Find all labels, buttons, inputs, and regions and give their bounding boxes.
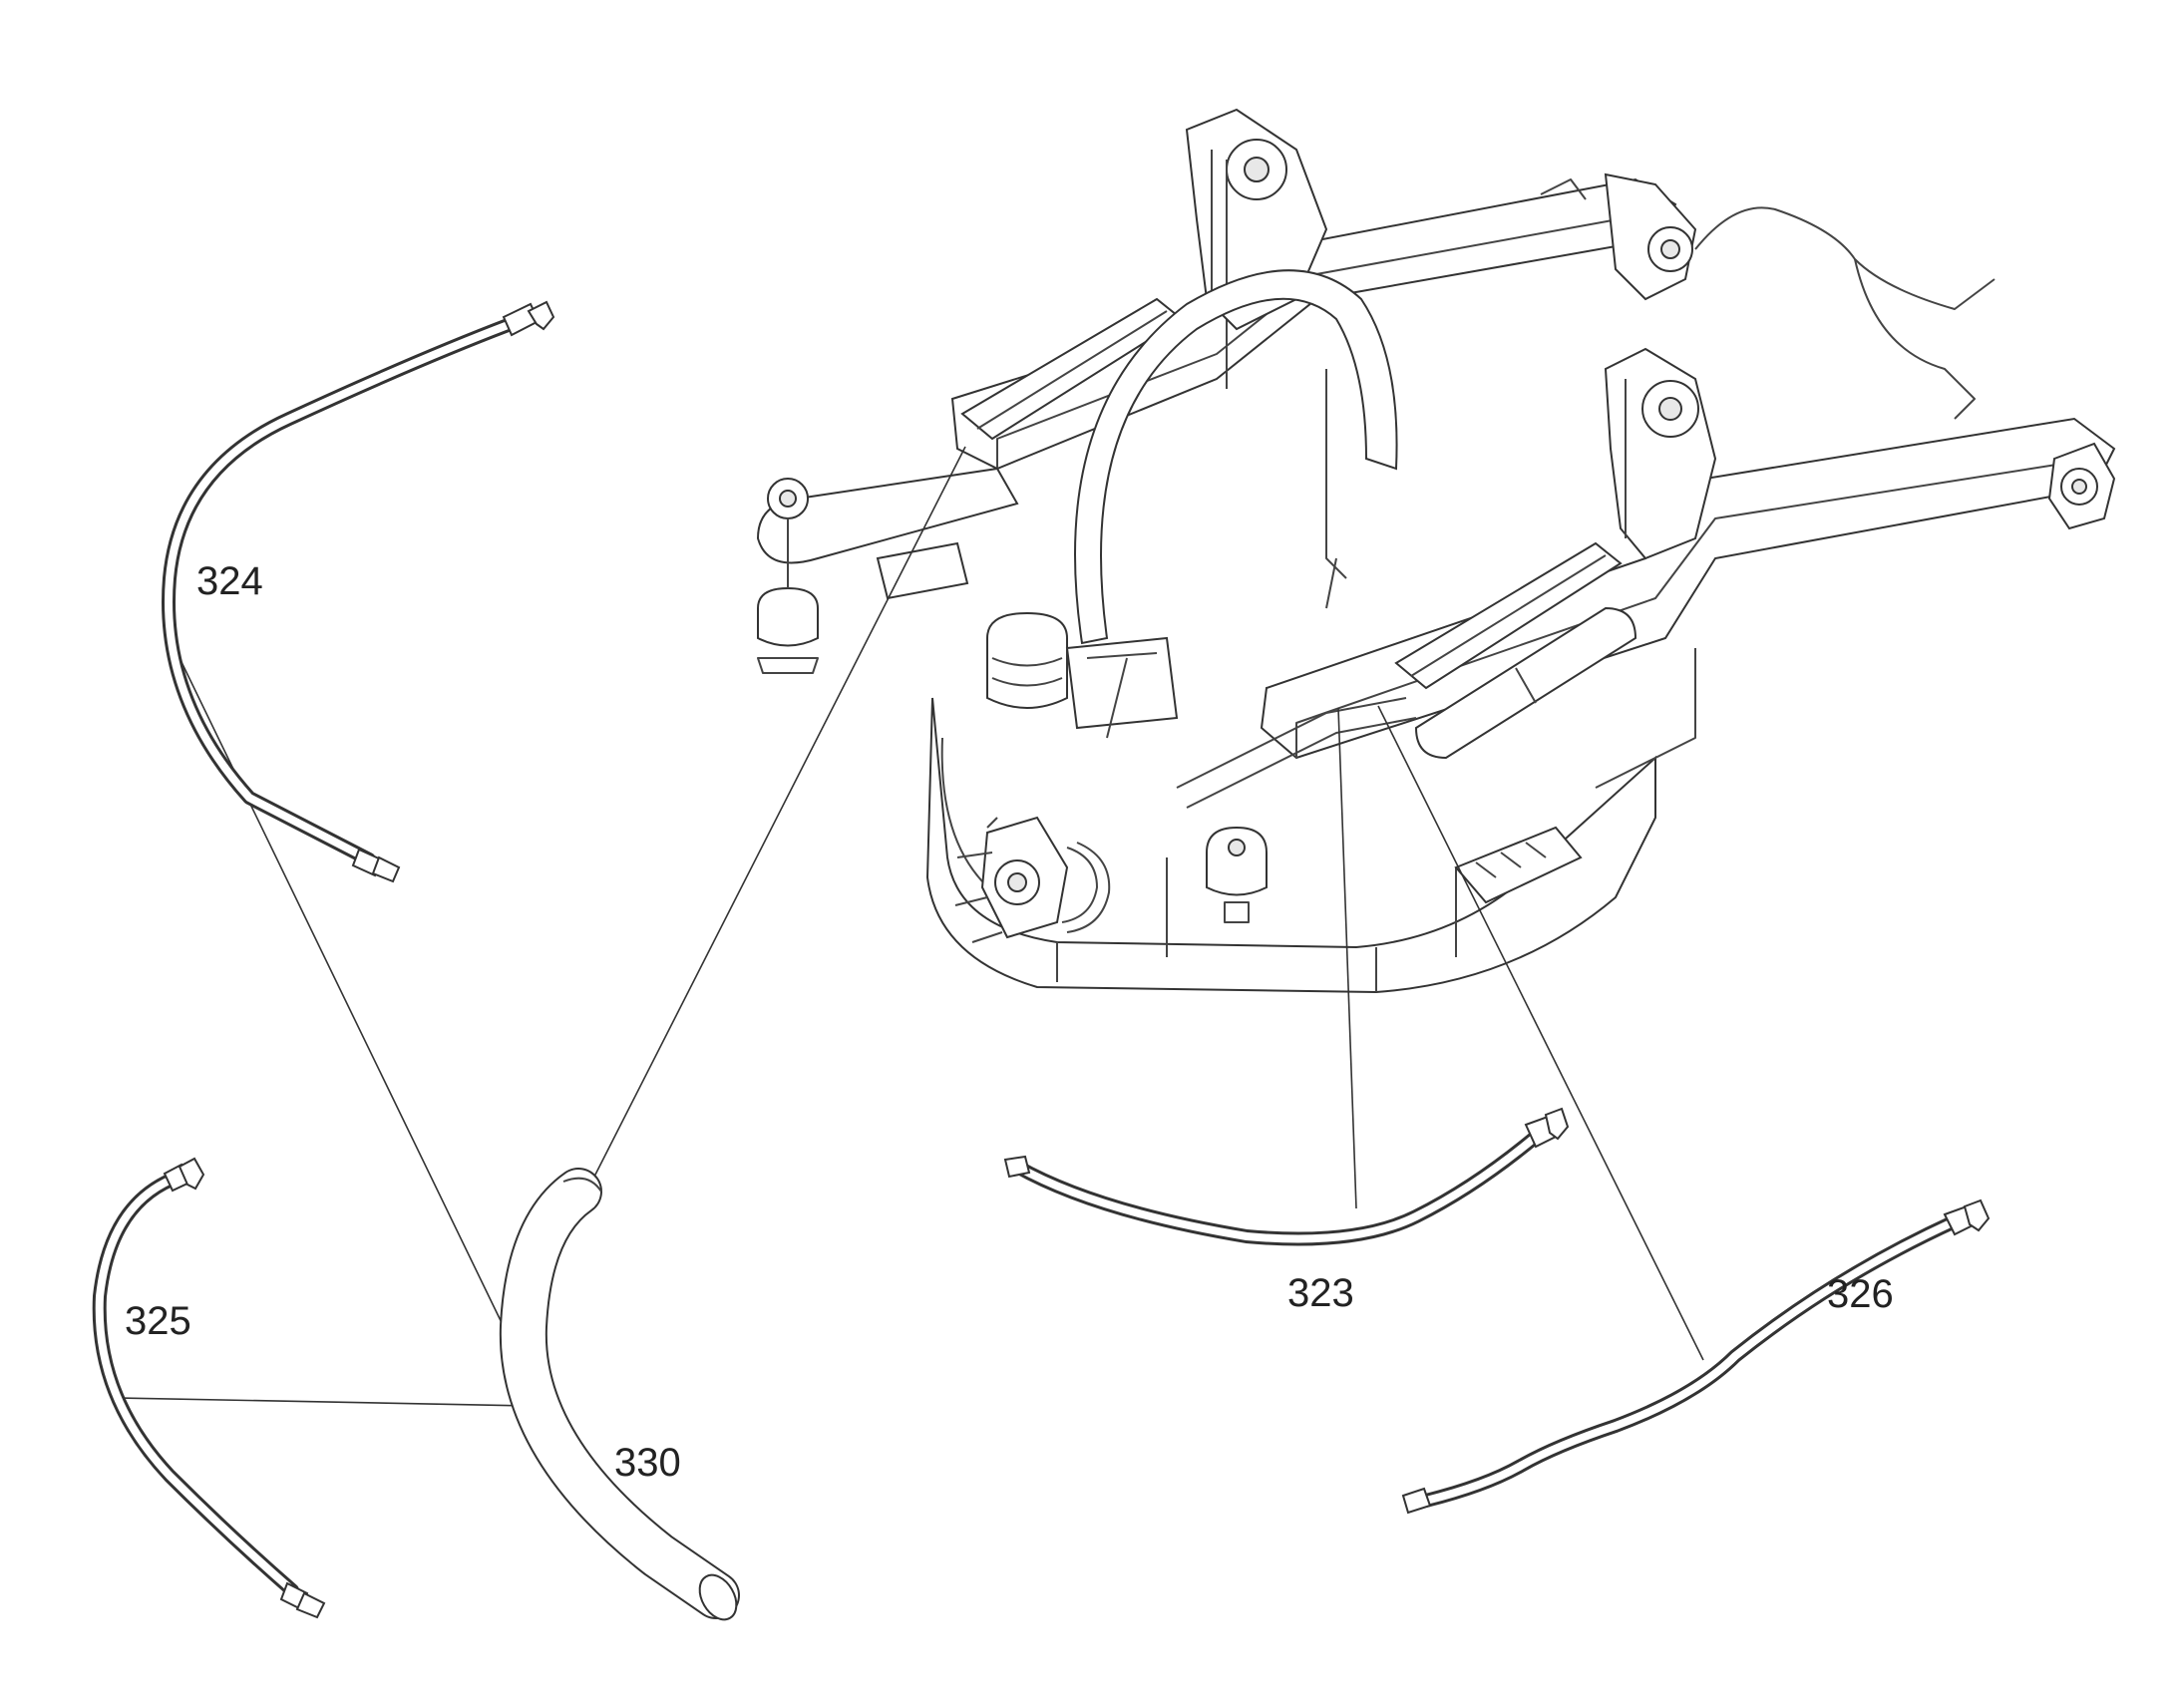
part-label-324: 324 — [196, 559, 263, 603]
leader-330 — [593, 446, 966, 1178]
hose-325 — [92, 1157, 326, 1619]
part-label-330: 330 — [614, 1441, 681, 1485]
left-pivot — [757, 478, 819, 674]
hose-326 — [1401, 1198, 1991, 1515]
part-label-325: 325 — [125, 1299, 191, 1343]
hose-324 — [162, 300, 555, 883]
leader-323 — [1337, 707, 1357, 1209]
part-label-323: 323 — [1287, 1271, 1354, 1315]
leader-326 — [1377, 705, 1704, 1361]
leader-325 — [118, 1397, 533, 1407]
hose-323 — [1003, 1107, 1570, 1246]
hose-330 — [499, 1168, 740, 1621]
leader-lines — [118, 446, 1704, 1407]
hub-flange — [954, 816, 1111, 943]
leader-324 — [166, 630, 540, 1400]
frame-assembly — [756, 108, 2116, 994]
part-label-326: 326 — [1827, 1272, 1894, 1316]
